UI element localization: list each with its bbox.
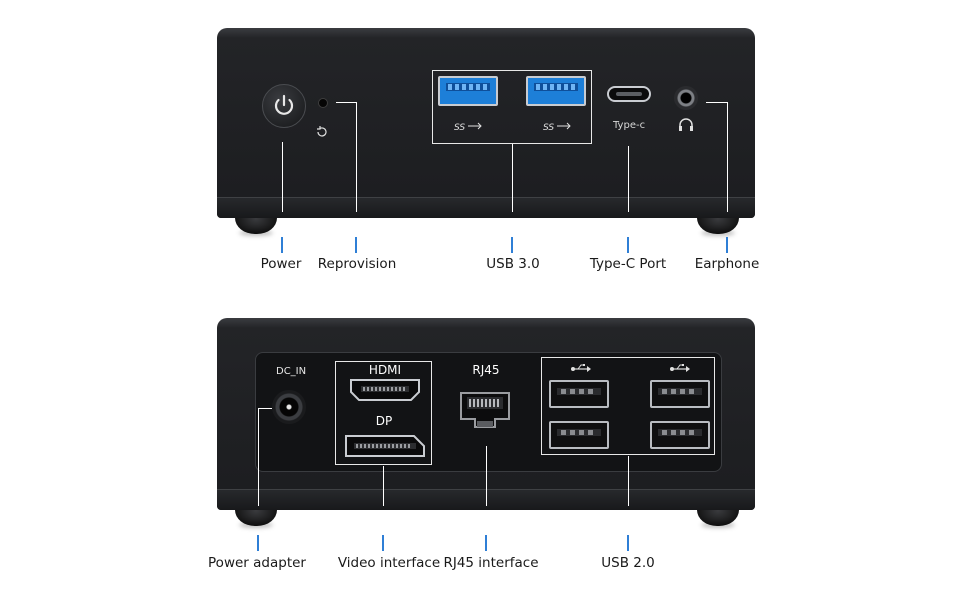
dc-in-text: DC_IN <box>276 366 307 377</box>
dp-text: DP <box>375 414 393 428</box>
video-frame <box>335 361 432 465</box>
reprovision-pinhole[interactable] <box>318 98 328 108</box>
svg-text:SS: SS <box>454 123 465 132</box>
device-shelf <box>217 197 755 218</box>
label-power-adapter: Power adapter <box>208 555 306 571</box>
power-icon <box>274 94 294 115</box>
dc-in-jack[interactable] <box>272 390 306 424</box>
usb-icon <box>670 364 690 372</box>
usb20-port[interactable] <box>549 380 609 408</box>
rj45-text: RJ45 <box>472 363 500 377</box>
usb20-frame <box>541 357 715 455</box>
label-typec-port: Type-C Port <box>589 256 667 272</box>
hdmi-text: HDMI <box>368 363 402 377</box>
label-usb20: USB 2.0 <box>601 555 655 571</box>
power-button[interactable] <box>262 84 306 128</box>
rj45-port[interactable] <box>457 389 513 435</box>
earphone-jack[interactable] <box>674 86 698 110</box>
displayport-port[interactable] <box>344 434 426 458</box>
reset-icon <box>317 126 327 137</box>
hdmi-port[interactable] <box>349 378 421 402</box>
typec-port-text: Type-c <box>613 120 646 131</box>
label-power: Power <box>260 256 302 272</box>
label-reprovision: Reprovision <box>317 256 397 272</box>
usb30-port-right[interactable] <box>526 76 586 106</box>
label-usb30: USB 3.0 <box>486 256 540 272</box>
usb20-port[interactable] <box>650 380 710 408</box>
usb20-port[interactable] <box>549 421 609 449</box>
label-earphone: Earphone <box>694 256 760 272</box>
usb-icon <box>571 364 591 372</box>
typec-port[interactable] <box>607 86 651 102</box>
superspeed-icon: SS <box>454 122 482 132</box>
label-video-interface: Video interface <box>337 555 441 571</box>
usb30-frame <box>432 70 592 144</box>
superspeed-icon: SS <box>543 122 571 132</box>
usb20-port[interactable] <box>650 421 710 449</box>
label-rj45-interface: RJ45 interface <box>443 555 539 571</box>
svg-text:SS: SS <box>543 123 554 132</box>
mini-pc-front <box>217 28 755 218</box>
usb30-port-left[interactable] <box>438 76 498 106</box>
headphone-icon <box>679 118 693 131</box>
